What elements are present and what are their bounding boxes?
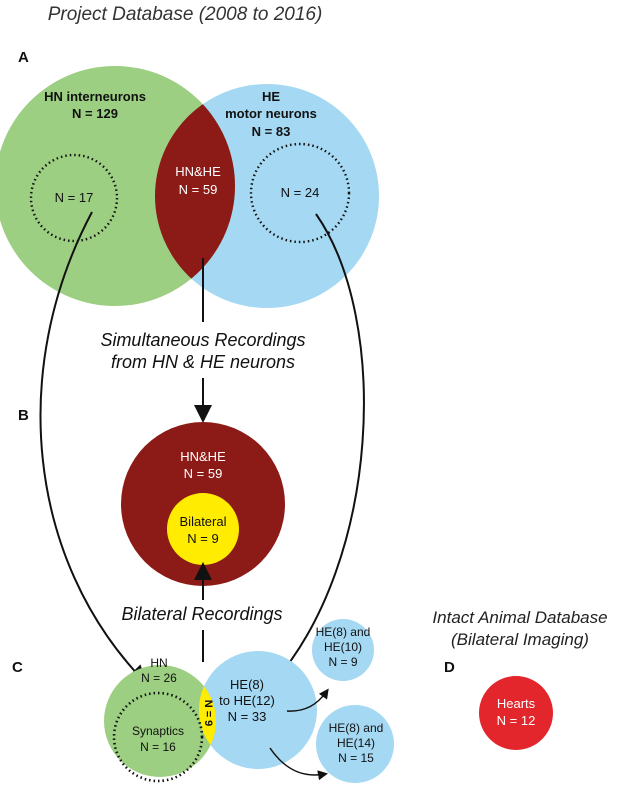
hn-interneurons-count: N = 129	[72, 106, 118, 121]
he14-line1: HE(8) and	[329, 721, 384, 735]
bilateral-recordings-label: Bilateral Recordings	[121, 604, 282, 624]
he-to-he14-arrow	[269, 747, 328, 781]
panel-b-label: HN&HE	[180, 449, 226, 464]
panel-c-hn-count: N = 26	[141, 671, 177, 685]
hn-interneurons-title: HN interneurons	[44, 89, 146, 104]
diagram-title: Project Database (2008 to 2016)	[48, 4, 323, 25]
he-motor-neurons-count: N = 83	[252, 124, 291, 139]
he14-circle	[316, 705, 394, 783]
he10-circle	[312, 619, 374, 681]
hearts-circle	[479, 676, 553, 750]
he-subset-dotted-circle	[249, 142, 351, 244]
overlap-count: N = 59	[179, 182, 218, 197]
panel-b-bilateral-count: N = 9	[187, 531, 218, 546]
panel-c-he-line2: to HE(12)	[219, 693, 275, 708]
he-to-panel-c-arrow	[270, 213, 365, 686]
panel-b-bilateral-circle	[167, 493, 239, 565]
panel-c-synaptics-dotted-circle	[112, 691, 204, 783]
panel-c-bilateral-count: N = 9	[202, 700, 214, 727]
panel-c-he-count: N = 33	[228, 709, 267, 724]
he-title-line2: motor neurons	[225, 106, 317, 121]
he14-count: N = 15	[338, 751, 374, 765]
intact-database-line2: (Bilateral Imaging)	[451, 630, 589, 649]
panel-c-he-circle	[199, 651, 317, 769]
hn-subset-count: N = 17	[55, 190, 94, 205]
panel-c-hn-circle	[104, 665, 216, 777]
simultaneous-line2: from HN & HE neurons	[111, 352, 295, 372]
panel-b-bilateral-label: Bilateral	[180, 514, 227, 529]
he10-count: N = 9	[328, 655, 357, 669]
he10-line2: HE(10)	[324, 640, 362, 654]
hearts-label: Hearts	[497, 696, 536, 711]
he14-line2: HE(14)	[337, 736, 375, 750]
intact-database-line1: Intact Animal Database	[432, 608, 607, 627]
overlap-label: HN&HE	[175, 164, 221, 179]
he-title-line1: HE	[262, 89, 280, 104]
hearts-count: N = 12	[497, 713, 536, 728]
panel-b-count: N = 59	[184, 466, 223, 481]
he-subset-count: N = 24	[281, 185, 320, 200]
synaptics-count: N = 16	[140, 740, 176, 754]
hn-subset-dotted-circle	[29, 153, 119, 243]
hn-he-overlap-region	[155, 84, 235, 306]
panel-label-d: D	[444, 659, 455, 676]
he10-line1: HE(8) and	[316, 625, 371, 639]
panel-label-a: A	[18, 49, 29, 66]
simultaneous-line1: Simultaneous Recordings	[100, 330, 305, 350]
panel-c-he-line1: HE(8)	[230, 677, 264, 692]
hn-to-panel-c-arrow	[39, 211, 147, 684]
panel-label-b: B	[18, 407, 29, 424]
he-to-he10-arrow	[286, 688, 329, 712]
panel-label-c: C	[12, 659, 23, 676]
panel-c-hn-label: HN	[150, 656, 167, 670]
synaptics-label: Synaptics	[132, 724, 184, 738]
